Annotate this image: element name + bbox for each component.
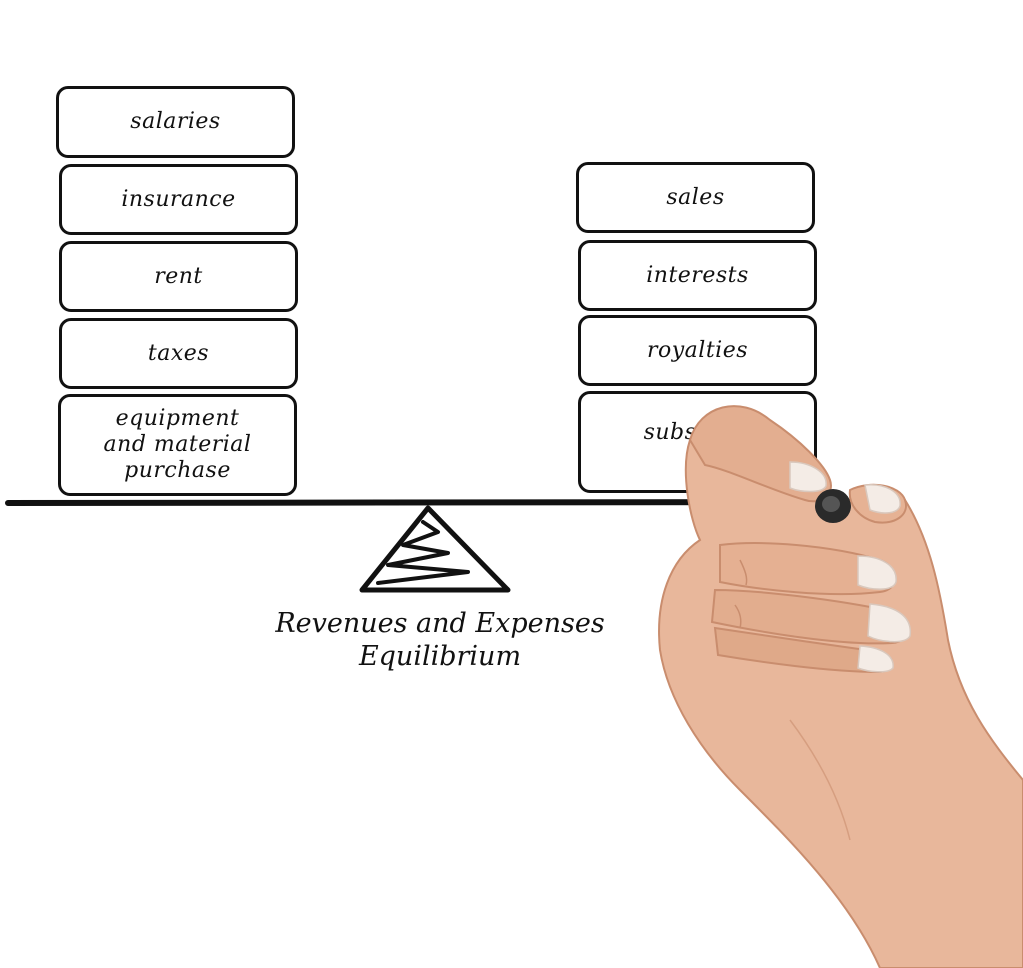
revenue-box-sales: sales [576,162,815,233]
expense-label: rent [154,263,203,289]
expense-label: insurance [121,186,236,212]
expense-label: salaries [130,109,221,134]
diagram-caption-line-2: Equilibrium [358,641,522,672]
expense-box-taxes: taxes [59,318,298,389]
diagram-caption-line-1: Revenues and Expenses [275,608,605,639]
expense-box-insurance: insurance [59,164,298,235]
revenue-box-royalties: royalties [578,315,817,386]
revenue-label: sales [666,184,725,210]
expense-box-equipment: equipment and material purchase [58,394,297,496]
expense-label: equipment and material purchase [103,406,252,483]
revenue-box-interests: interests [578,240,817,311]
expense-box-salaries: salaries [56,86,295,158]
revenue-label: interests [646,262,749,288]
expense-box-rent: rent [59,241,298,312]
marker-pen-icon [815,489,851,523]
expense-label: taxes [147,340,210,366]
hand-with-marker-illustration [658,405,1023,968]
triangle-fulcrum-icon [359,505,511,593]
revenue-label: royalties [646,337,749,363]
